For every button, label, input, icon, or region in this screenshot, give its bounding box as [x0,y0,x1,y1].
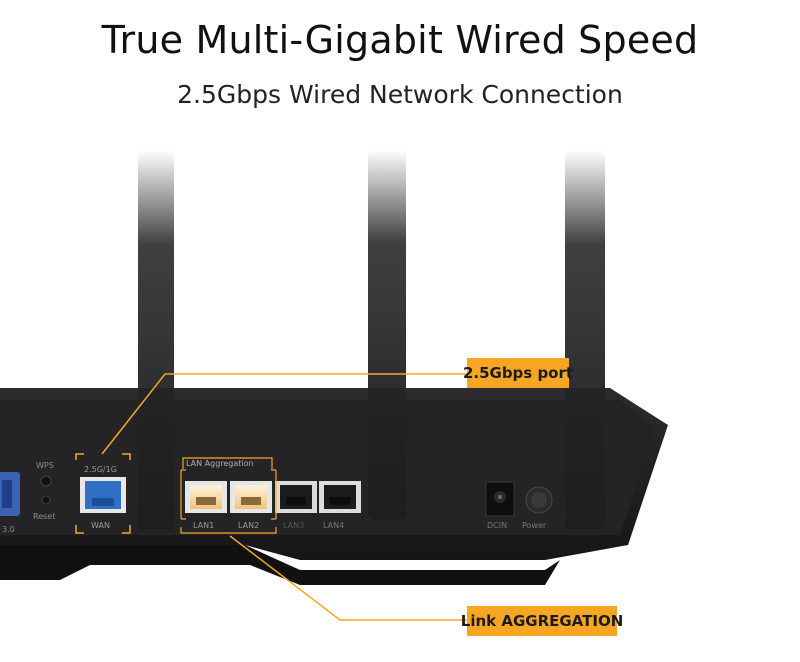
port-callout-line [101,373,467,455]
wan-label: WAN [91,521,110,530]
lan3-label: LAN3 [283,521,304,530]
antenna-left [138,150,174,530]
wps-button [40,475,52,487]
lan4-label: LAN4 [323,521,344,530]
lan-port-2 [230,481,272,513]
power-button [525,486,553,514]
port-callout-badge: 2.5Gbps port [463,358,573,388]
page-subtitle: 2.5Gbps Wired Network Connection [177,80,623,109]
usb-label: 3.0 [2,525,15,534]
power-label: Power [522,521,547,530]
lan-port-1 [185,481,227,513]
wps-label: WPS [36,461,54,470]
lan-port-4 [319,481,361,513]
antenna-right [565,150,605,530]
lan-bottom-bracket [180,527,277,534]
usb-port [0,472,20,516]
dcin-port [485,481,515,517]
lan-aggregation-bracket [182,457,273,469]
lan2-label: LAN2 [238,521,259,530]
lan-ports-highlight-bracket [180,469,277,520]
reset-label: Reset [33,512,55,521]
reset-button [41,495,51,505]
lan1-label: LAN1 [193,521,214,530]
page-title: True Multi-Gigabit Wired Speed [101,18,699,62]
wan-port [80,477,126,513]
aggregation-callout-line [229,535,467,621]
dcin-label: DCIN [487,521,507,530]
lan-aggregation-label: LAN Aggregation [186,459,254,468]
wan-highlight-bracket [75,453,131,534]
antenna-middle [368,150,406,520]
lan-port-3 [275,481,317,513]
aggregation-callout-badge: Link AGGREGATION [461,606,623,636]
wan-speed-label: 2.5G/1G [84,465,117,474]
